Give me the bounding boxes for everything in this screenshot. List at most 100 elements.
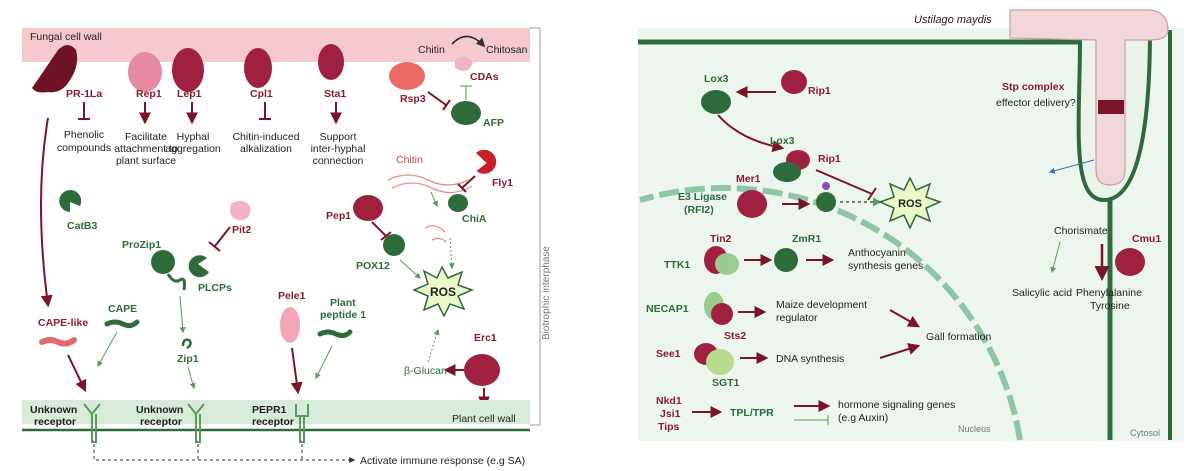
cmu1-label: Cmu1 [1132,233,1161,245]
effector-label: effector delivery? [996,97,1076,109]
plant-peptide-icon [317,329,353,339]
ubiquitin-icon [822,182,830,190]
cdas-protein-icon [455,56,473,71]
cape-label: CAPE [108,303,137,315]
lep1-label: Lep1 [177,88,202,100]
sts2-label: Sts2 [724,330,746,342]
ros-right-label: ROS [898,198,922,210]
receptor-2-icon [187,403,205,443]
rip1-b-label: Rip1 [818,153,841,165]
lep1-protein-icon [172,48,204,92]
pox12-protein-icon [383,234,405,256]
cape-like-to-receptor-arrow [67,354,87,393]
fungal-cell-wall-band [22,28,530,62]
fly1-inhibit-bar [457,183,467,193]
chia-label: ChiA [462,213,487,225]
lox3-b-label: Lox3 [770,135,795,147]
plant-peptide-to-receptor-arrow [315,345,333,380]
chitin-mid-label: Chitin [396,154,423,166]
cape-like-label: CAPE-like [38,317,88,329]
immune-response-label: Activate immune response (e.g SA) [360,455,525,467]
mer1-label: Mer1 [736,173,761,185]
fly1-protein-icon [476,149,497,174]
pr1la-to-cape-like-arrow [40,117,53,308]
sta1-protein-icon [318,44,344,80]
plcps-label: PLCPs [198,282,232,294]
mer1-protein-icon [737,190,767,218]
rsp3-inhibit-line [427,91,447,106]
see1-label: See1 [656,348,681,360]
rep1-protein-icon [128,52,162,92]
pele1-to-receptor-arrow [290,347,303,395]
necap1-label: NECAP1 [646,303,689,315]
afp-label: AFP [483,117,504,129]
chitin-conversion-arrow [451,35,486,48]
lox3-b-protein-icon [773,162,801,182]
chitin-top-label: Chitin [418,44,445,56]
plcps-protein-icon [188,255,209,278]
fungal-cell-wall-label: Fungal cell wall [30,31,102,43]
interphase-bracket [530,27,541,426]
pox12-label: POX12 [356,260,390,272]
prozip1-tail-icon [166,273,186,291]
pele1-protein-icon [280,307,300,343]
pep1-label: Pep1 [326,210,351,222]
chitin-strands-icon [387,174,473,194]
zip1-label: Zip1 [177,353,199,365]
cdas-label: CDAs [470,71,499,83]
immune-signal-arrow [93,444,356,463]
plant-cell-wall-label: Plant cell wall [452,413,516,425]
cape-to-receptor-arrow [97,331,118,368]
pele1-label: Pele1 [278,290,306,302]
lox3-to-nucleus-arrow [717,114,785,153]
zmr1-label: ZmR1 [792,233,821,245]
pox12-to-ros-arrow [399,259,421,279]
pit2-label: Pit2 [232,224,251,236]
cytosol-label: Cytosol [1130,428,1160,438]
tpl-label: TPL/TPR [730,407,774,419]
pr1la-protein-icon [32,45,78,93]
chitin-fragments-icon [424,225,447,243]
proteasome-icon [816,192,836,212]
pep1-protein-icon [353,195,383,221]
catb3-label: CatB3 [67,220,98,232]
chitosan-label: Chitosan [486,44,528,56]
prozip1-protein-icon [151,250,175,274]
catb3-protein-icon [59,190,82,212]
prozip1-label: ProZip1 [122,239,161,251]
left-panel: Fungal cell wall Biotrophic interphase P… [22,27,552,467]
chorismate-label: Chorismate [1054,225,1108,237]
receptor-1-icon [83,403,101,443]
rip1-inhibit-ros-line [815,169,873,195]
lox3-a-protein-icon [701,90,731,114]
pr1la-label: PR-1La [66,88,102,100]
receptor-3-icon [295,404,309,443]
rsp3-protein-icon [389,62,425,90]
sa-label: Salicylic acid [1012,287,1072,299]
chia-to-ros-arrow [448,237,455,270]
rsp3-label: Rsp3 [400,93,426,105]
pep1-inhibit-bar [380,231,392,241]
species-label: Ustilago maydis [914,14,992,26]
cape-peptide-icon [104,319,140,329]
e3-label: E3 Ligase(RFI2) [678,191,727,216]
ttk1-protein-icon [715,253,739,275]
cpl1-label: Cpl1 [250,88,273,100]
sta1-label: Sta1 [324,88,346,100]
pit2-inhibit-line [214,226,231,247]
plcps-to-zip1-arrow [179,295,186,334]
sgt1-protein-icon [706,349,734,375]
hormone-label: hormone signaling genes(e.g Auxin) [838,399,955,424]
